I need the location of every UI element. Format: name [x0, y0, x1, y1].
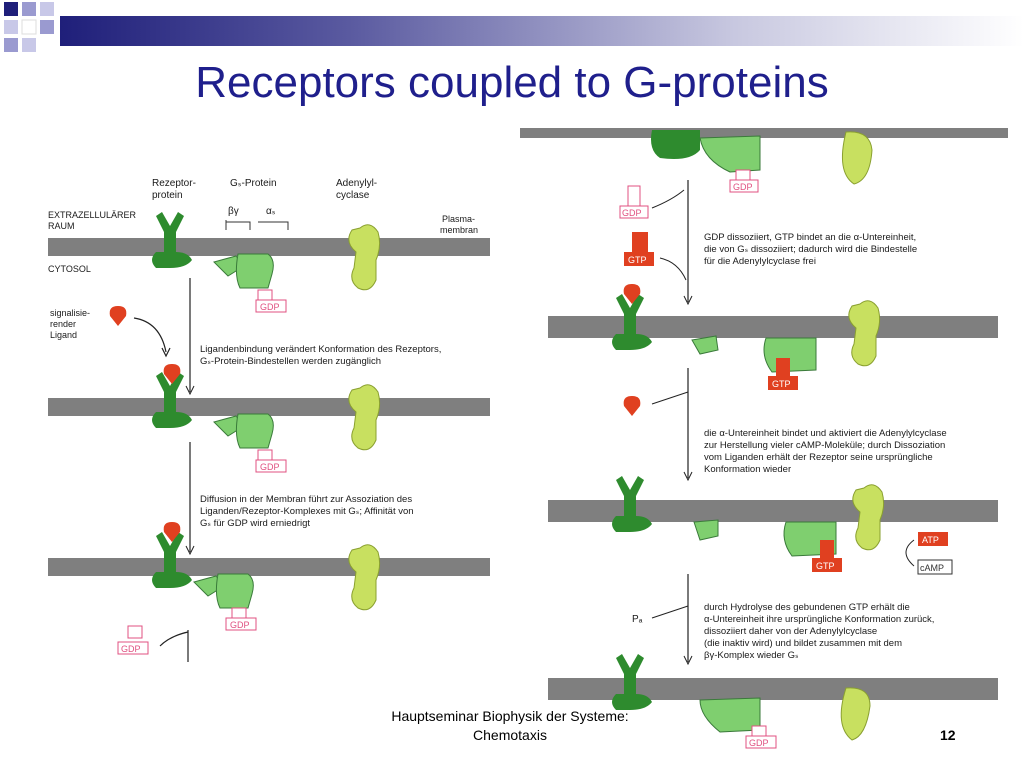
membrane-3 — [48, 558, 490, 576]
gtp-label-2: GTP — [772, 379, 791, 389]
receptor-label-1: Rezeptor- — [152, 178, 196, 189]
cytosol-label: CYTOSOL — [48, 264, 91, 274]
adenylyl-label-1: Adenylyl- — [336, 178, 377, 189]
camp-label: cAMP — [920, 563, 944, 573]
receptor-label-2: protein — [152, 190, 183, 201]
footer-line-2: Chemotaxis — [473, 727, 547, 743]
gtp-label-3: GTP — [816, 561, 835, 571]
step5-text-5: βγ-Komplex wieder Gₛ — [704, 650, 799, 661]
membrane-4 — [548, 316, 998, 338]
right-panel: GDP GDP GTP GDP dissoziiert, GTP bindet … — [520, 128, 1008, 749]
gdp-label-4: GDP — [121, 644, 141, 654]
atp-label: ATP — [922, 535, 939, 545]
step4-text-1: die α-Untereinheit bindet und aktiviert … — [704, 428, 947, 439]
step1-text-2: Gₛ-Protein-Bindestellen werden zugänglic… — [200, 356, 381, 367]
step2-text-3: Gₛ für GDP wird erniedrigt — [200, 518, 310, 529]
beta-gamma-label: βγ — [228, 206, 239, 217]
pa-label: Pₐ — [632, 614, 643, 625]
step2-text-1: Diffusion in der Membran führt zur Assoz… — [200, 494, 412, 505]
slide-title: Receptors coupled to G-proteins — [195, 58, 829, 107]
membrane-2 — [48, 398, 490, 416]
extracellular-label-2: RAUM — [48, 221, 75, 231]
alpha-s-label: αₛ — [266, 206, 276, 217]
gdp-label-1: GDP — [260, 302, 280, 312]
step3-text-3: für die Adenylylcyclase frei — [704, 256, 816, 267]
ligand-label-1: signalisie- — [50, 308, 90, 318]
step3-text-1: GDP dissoziiert, GTP bindet an die α-Unt… — [704, 232, 916, 243]
footer-line-1: Hauptseminar Biophysik der Systeme: — [391, 708, 629, 724]
step3-text-2: die von Gₛ dissoziiert; dadurch wird die… — [704, 244, 917, 255]
extracellular-label-1: EXTRAZELLULÄRER — [48, 210, 137, 220]
gdp-label-7: GDP — [749, 738, 769, 748]
membrane-1 — [48, 238, 490, 256]
step4-text-4: Konformation wieder — [704, 464, 791, 475]
adenylyl-label-2: cyclase — [336, 190, 370, 201]
header-gradient-bar — [60, 16, 1024, 46]
step5-text-1: durch Hydrolyse des gebundenen GTP erhäl… — [704, 602, 910, 613]
gdp-label-2: GDP — [260, 462, 280, 472]
step5-text-4: (die inaktiv wird) und bildet zusammen m… — [704, 638, 902, 649]
membrane-6 — [548, 678, 998, 700]
membrane-label-1: Plasma- — [442, 214, 475, 224]
gs-protein-label: Gₛ-Protein — [230, 178, 277, 189]
footer-text: Hauptseminar Biophysik der Systeme: Chem… — [340, 707, 680, 745]
left-panel: Rezeptor- protein Gₛ-Protein βγ αₛ Adeny… — [48, 178, 490, 662]
gdp-label-5: GDP — [733, 182, 753, 192]
step1-text-1: Ligandenbindung verändert Konformation d… — [200, 344, 441, 355]
gtp-label-1: GTP — [628, 255, 647, 265]
step5-text-3: dissoziiert daher von der Adenylylcyclas… — [704, 626, 877, 637]
step5-text-2: α-Untereinheit ihre ursprüngliche Konfor… — [704, 614, 934, 625]
membrane-5 — [548, 500, 998, 522]
step4-text-3: vom Liganden erhält der Rezeptor seine u… — [704, 452, 933, 463]
step2-text-2: Liganden/Rezeptor-Komplexes mit Gₛ; Affi… — [200, 506, 414, 517]
ligand-label-2: render — [50, 319, 76, 329]
membrane-label-2: membran — [440, 225, 478, 235]
gdp-label-6: GDP — [622, 208, 642, 218]
corner-decoration — [4, 2, 54, 52]
step4-text-2: zur Herstellung vieler cAMP-Moleküle; du… — [704, 440, 945, 451]
gdp-label-3: GDP — [230, 620, 250, 630]
slide-number: 12 — [940, 727, 956, 743]
ligand-label-3: Ligand — [50, 330, 77, 340]
